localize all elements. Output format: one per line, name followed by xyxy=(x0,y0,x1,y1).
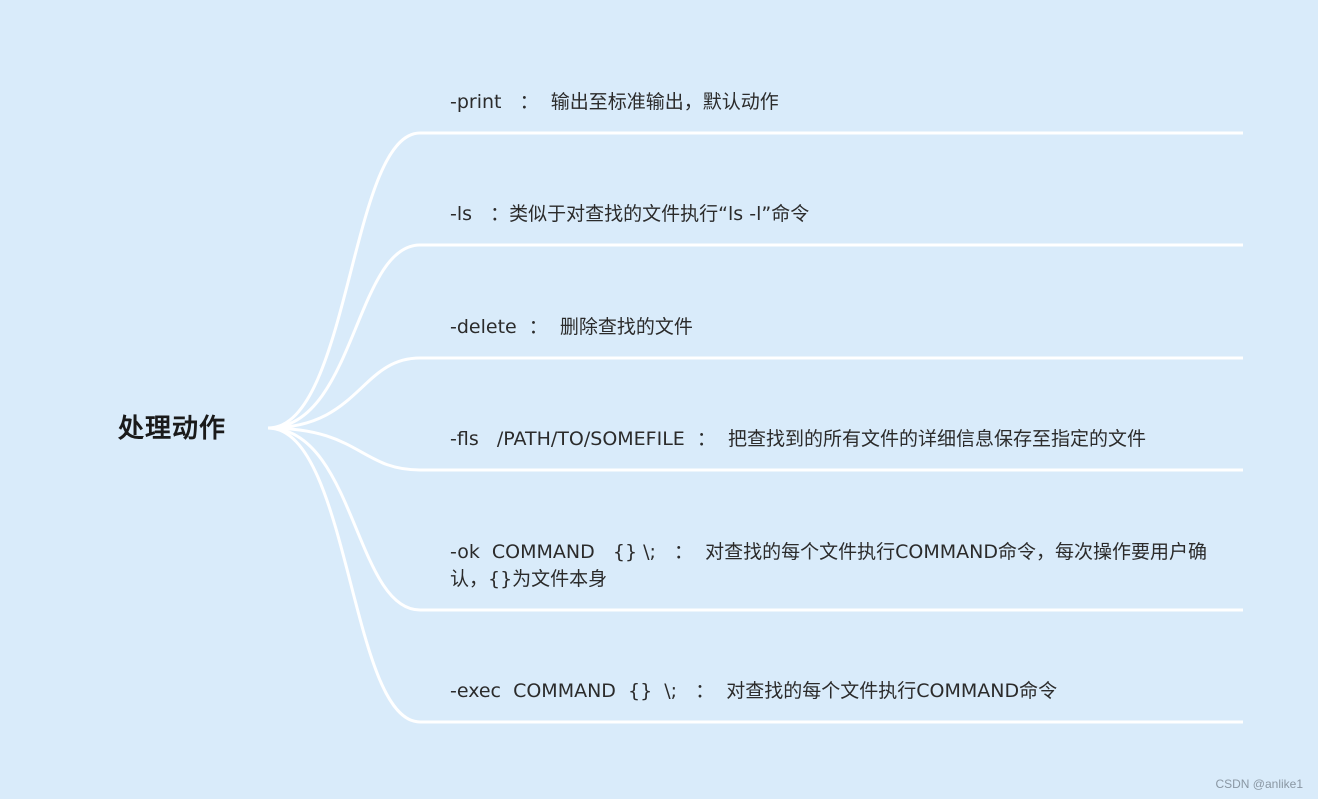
connector-fls xyxy=(267,426,1243,472)
branch-ok: -ok COMMAND {} \; ： 对查找的每个文件执行COMMAND命令，… xyxy=(450,541,1207,590)
branch-delete: -delete ： 删除查找的文件 xyxy=(450,316,693,338)
connector-delete xyxy=(267,356,1243,430)
connector-ok xyxy=(267,426,1243,612)
connector-exec xyxy=(267,426,1243,724)
branch-fls: -fls /PATH/TO/SOMEFILE ： 把查找到的所有文件的详细信息保… xyxy=(450,428,1146,450)
root-topic: 处理动作 xyxy=(118,414,227,444)
branch-print: -print ： 输出至标准输出，默认动作 xyxy=(450,91,779,113)
connector-ls xyxy=(267,243,1243,430)
branch-exec: -exec COMMAND {} \; ： 对查找的每个文件执行COMMAND命… xyxy=(450,680,1058,702)
watermark: CSDN @anlike1 xyxy=(1215,777,1303,791)
connector-print xyxy=(267,131,1243,430)
branch-ls: -ls ：类似于对查找的文件执行“ls -l”命令 xyxy=(450,203,810,225)
